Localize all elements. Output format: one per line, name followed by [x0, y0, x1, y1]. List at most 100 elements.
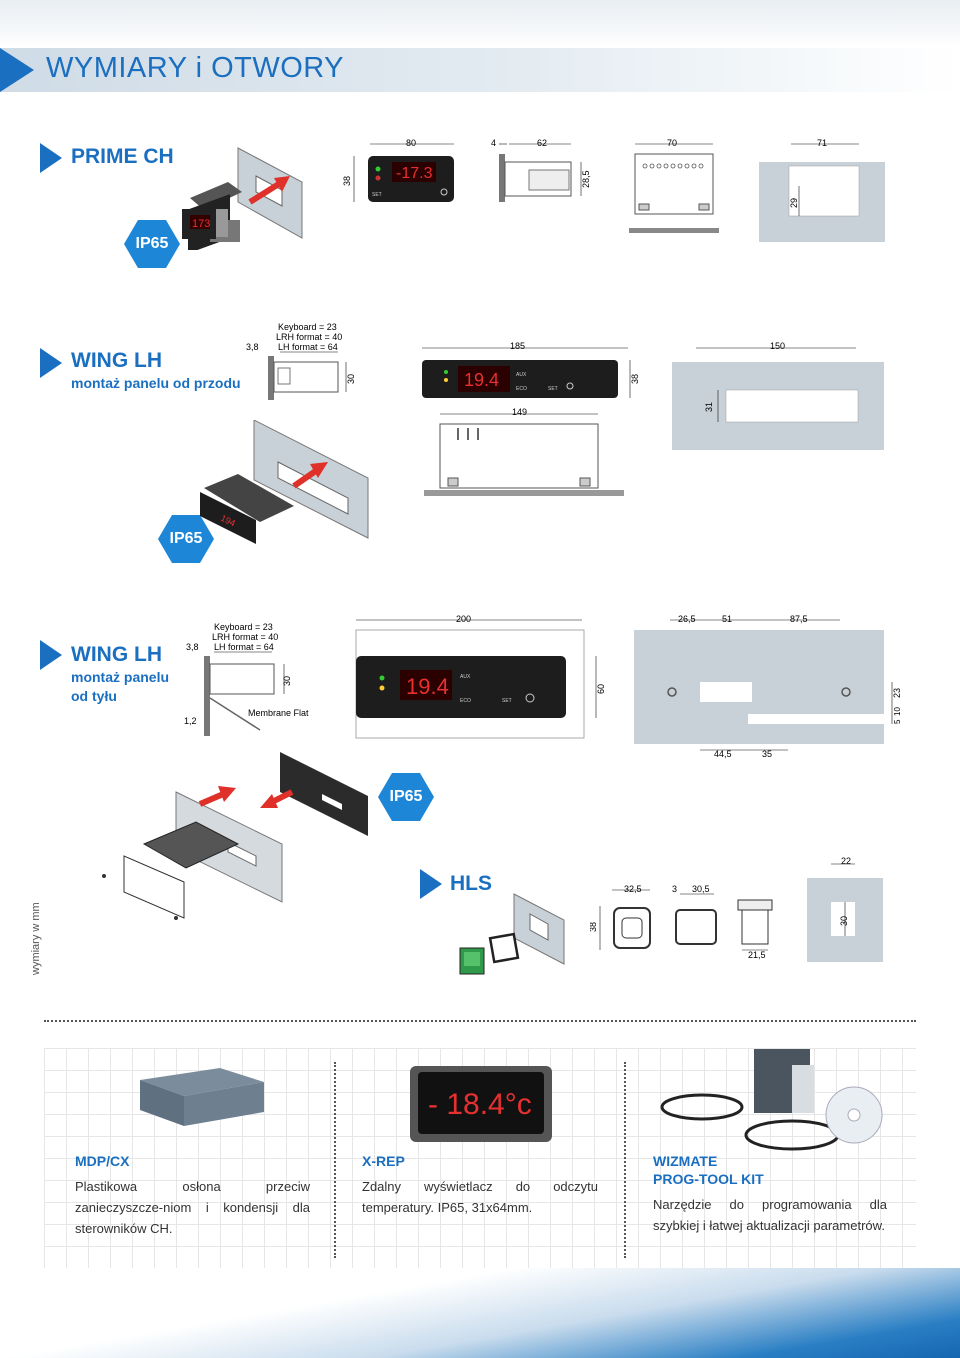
svg-text:23: 23	[892, 688, 902, 698]
svg-text:150: 150	[770, 341, 785, 351]
section-arrow-icon	[40, 640, 62, 670]
section-title-wing-back: WING LH	[71, 643, 162, 666]
svg-text:149: 149	[512, 407, 527, 417]
svg-text:60: 60	[596, 684, 606, 694]
svg-text:32,5: 32,5	[624, 884, 642, 894]
prime-side-view: 4 62 28,5	[491, 138, 591, 202]
svg-text:LRH format = 40: LRH format = 40	[276, 332, 342, 342]
wing-front-front-view: 185 19.4 AUX ECO SET 38	[422, 341, 640, 398]
svg-text:30: 30	[346, 374, 356, 384]
title-arrow-icon	[0, 48, 34, 92]
svg-text:22: 22	[841, 856, 851, 866]
svg-text:5: 5	[893, 719, 902, 724]
svg-text:62: 62	[537, 138, 547, 148]
svg-text:21,5: 21,5	[748, 950, 766, 960]
section-title-prime: PRIME CH	[71, 145, 174, 168]
svg-text:28,5: 28,5	[581, 170, 591, 188]
sky-header-background	[0, 0, 960, 46]
svg-text:ECO: ECO	[460, 698, 471, 704]
xrep-display: - 18.4°c	[428, 1088, 532, 1121]
wing-back-cutout: 26,5 51 87,5 44,5 35 23 10 5	[634, 614, 902, 759]
hls-cutout: 22 30	[807, 856, 883, 962]
page-title: WYMIARY i OTWORY	[46, 52, 345, 84]
wing-front-display: 19.4	[464, 370, 499, 390]
section-subtitle-wing-back-line2: od tyłu	[71, 688, 117, 704]
svg-text:SET: SET	[372, 192, 382, 198]
prime-display: -17.3	[396, 165, 433, 182]
section-subtitle-wing-front: montaż panelu od przodu	[71, 375, 241, 391]
accessory-title-wizmate-line2: PROG-TOOL KIT	[653, 1171, 764, 1187]
svg-text:1,2: 1,2	[184, 716, 197, 726]
wizmate-kit-image	[660, 1049, 883, 1151]
svg-text:70: 70	[667, 138, 677, 148]
wing-front-panel-illustration: 194	[200, 420, 369, 544]
svg-text:29: 29	[789, 198, 799, 208]
prime-top-view: 70	[629, 138, 719, 233]
hls-views: 32,5 38 3 30,5 21,5	[590, 884, 773, 960]
wing-front-side-view: Keyboard = 23 LRH format = 40 LH format …	[246, 322, 356, 400]
svg-text:Keyboard = 23: Keyboard = 23	[278, 322, 337, 332]
wing-back-display: 19.4	[406, 674, 449, 699]
dim-label: 80	[406, 138, 416, 148]
svg-text:30: 30	[839, 916, 849, 926]
accessory-title-wizmate-line1: WIZMATE	[653, 1153, 718, 1169]
accessory-desc-wizmate: Narzędzie do programowania dla szybkiej …	[653, 1197, 887, 1233]
xrep-display-image: - 18.4°c	[410, 1066, 552, 1142]
wing-back-side-view: Keyboard = 23 LRH format = 40 LH format …	[184, 622, 309, 736]
column-divider	[334, 1062, 336, 1258]
prime-front-view: 80 38 -17.3 SET	[342, 138, 454, 202]
svg-text:3,8: 3,8	[246, 342, 259, 352]
wing-front-top-view: 149	[424, 407, 624, 496]
wing-front-cutout: 150 31	[672, 341, 884, 450]
svg-text:173: 173	[192, 218, 210, 230]
svg-text:10: 10	[893, 707, 902, 716]
accessory-desc-xrep: Zdalny wyświetlacz do odczytu temperatur…	[362, 1179, 598, 1215]
hls-illustration	[459, 893, 565, 975]
svg-text:4: 4	[491, 138, 496, 148]
svg-text:35: 35	[762, 749, 772, 759]
svg-text:SET: SET	[502, 698, 512, 704]
title-bar	[0, 48, 960, 92]
column-divider	[624, 1062, 626, 1258]
accessory-title-mdp: MDP/CX	[75, 1153, 130, 1169]
svg-text:LRH format = 40: LRH format = 40	[212, 632, 278, 642]
section-subtitle-wing-back-line1: montaż panelu	[71, 669, 170, 685]
prime-controller-3d: 173	[182, 209, 228, 239]
section-divider	[44, 1020, 916, 1022]
svg-text:3,8: 3,8	[186, 642, 199, 652]
svg-text:44,5: 44,5	[714, 749, 732, 759]
section-title-hls: HLS	[450, 872, 492, 895]
svg-text:31: 31	[704, 402, 714, 412]
svg-text:LH format = 64: LH format = 64	[214, 642, 274, 652]
prime-cutout: 71 29	[759, 138, 885, 242]
section-arrow-icon	[40, 348, 62, 378]
svg-text:200: 200	[456, 614, 471, 624]
wing-back-front-view: 200 19.4 AUX ECO SET 60	[355, 614, 606, 739]
svg-text:Keyboard = 23: Keyboard = 23	[214, 622, 273, 632]
svg-text:38: 38	[590, 922, 598, 932]
svg-text:185: 185	[510, 341, 525, 351]
svg-text:LH format = 64: LH format = 64	[278, 342, 338, 352]
svg-text:30: 30	[282, 676, 292, 686]
svg-text:3: 3	[672, 884, 677, 894]
section-arrow-icon	[420, 869, 442, 899]
svg-text:ECO: ECO	[516, 386, 527, 392]
sky-footer-background	[0, 1268, 960, 1358]
svg-text:Membrane Flat: Membrane Flat	[248, 708, 309, 718]
wing-back-exploded-illustration	[102, 752, 368, 920]
section-title-wing-front: WING LH	[71, 349, 162, 372]
ip65-badge: IP65	[378, 773, 434, 821]
svg-text:SET: SET	[548, 386, 558, 392]
svg-text:38: 38	[342, 176, 352, 186]
units-note: wymiary w mm	[30, 902, 42, 975]
mdp-cover-image	[140, 1068, 264, 1126]
svg-text:26,5: 26,5	[678, 614, 696, 624]
svg-text:AUX: AUX	[516, 372, 527, 378]
svg-text:38: 38	[630, 374, 640, 384]
svg-text:AUX: AUX	[460, 674, 471, 680]
svg-text:30,5: 30,5	[692, 884, 710, 894]
svg-text:71: 71	[817, 138, 827, 148]
svg-text:51: 51	[722, 614, 732, 624]
svg-text:87,5: 87,5	[790, 614, 808, 624]
accessory-desc-mdp: Plastikowa osłona przeciw zanieczyszcze-…	[75, 1179, 310, 1236]
